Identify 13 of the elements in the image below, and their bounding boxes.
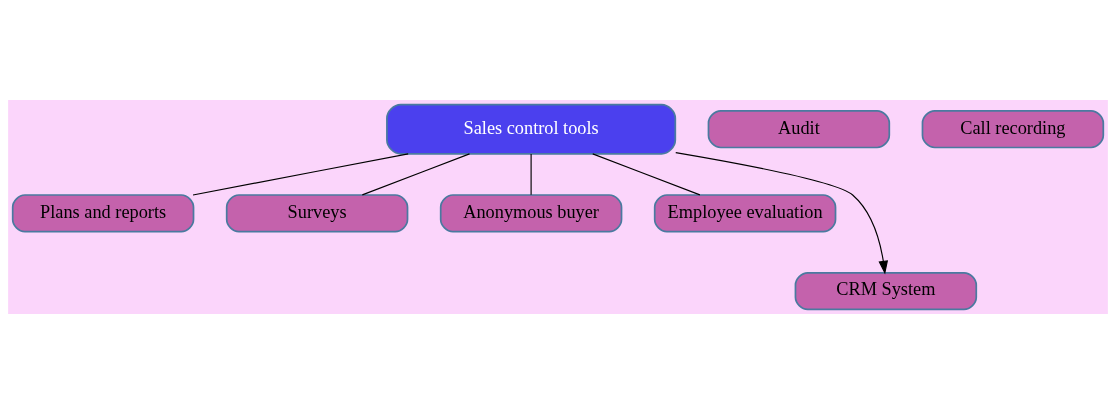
connector bbox=[530, 153, 532, 196]
node-box: Employee evaluation bbox=[653, 194, 837, 233]
node-box: CRM System bbox=[794, 271, 978, 311]
node-box: Sales control tools bbox=[386, 103, 677, 155]
node-box: Anonymous buyer bbox=[439, 194, 623, 233]
connector bbox=[192, 153, 409, 196]
arrow bbox=[675, 152, 889, 275]
connector bbox=[361, 153, 471, 196]
node-box: Plans and reports bbox=[11, 194, 195, 233]
node-box: Audit bbox=[707, 110, 891, 149]
node-box: Call recording bbox=[921, 110, 1105, 149]
connector bbox=[592, 153, 701, 196]
node-box: Surveys bbox=[225, 194, 409, 233]
